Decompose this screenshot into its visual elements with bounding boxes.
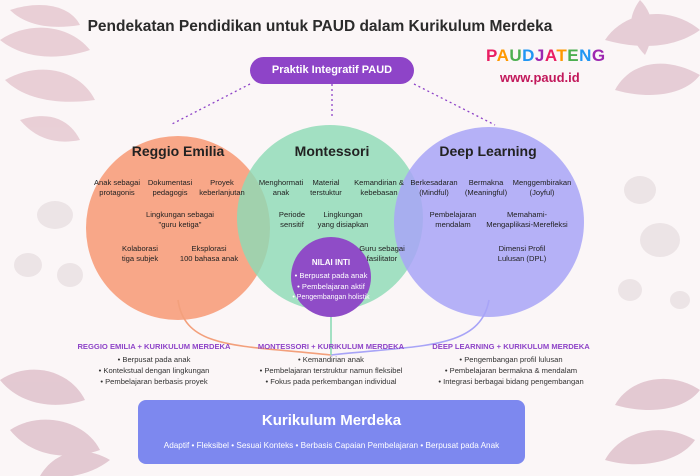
reggio-emilia-circle xyxy=(86,136,270,320)
section-montessori-item: • Kemandirian anak xyxy=(298,355,364,364)
deep-item-meaningful: Bermakna(Meaningful) xyxy=(464,178,508,197)
section-reggio-item: • Kontekstual dengan lingkungan xyxy=(98,366,210,375)
deep-item-joyful: Menggembirakan(Joyful) xyxy=(512,178,572,197)
section-reggio-item: • Pembelajaran berbasis proyek xyxy=(100,377,208,386)
connector-lines xyxy=(169,83,496,126)
praktik-integratif-pill: Praktik Integratif PAUD xyxy=(250,57,414,84)
kurikulum-merdeka-box: Kurikulum Merdeka Adaptif • Fleksibel • … xyxy=(138,400,525,464)
section-montessori-head: MONTESSORI + KURIKULUM MERDEKA xyxy=(257,342,405,351)
deep-learning-circle xyxy=(394,127,584,317)
montessori-circle xyxy=(237,125,423,311)
deep-item-memahami: Memahami-Mengaplikasi-Merefleksi xyxy=(486,210,568,229)
leaf-decoration-top-right xyxy=(605,0,700,95)
section-deep-item: • Integrasi berbagai bidang pengembangan xyxy=(438,377,584,386)
reggio-item-lingkungan: Lingkungan sebagai"guru ketiga" xyxy=(146,210,214,229)
page-title: Pendekatan Pendidikan untuk PAUD dalam K… xyxy=(87,18,553,35)
nilai-inti-circle xyxy=(291,237,371,317)
leaf-decoration-bottom-right xyxy=(605,378,700,465)
section-montessori-item: • Fokus pada perkembangan individual xyxy=(265,377,397,386)
reggio-curve xyxy=(177,299,332,356)
background-blobs xyxy=(14,176,690,309)
reggio-title: Reggio Emilia xyxy=(131,143,225,159)
nilai-inti-item: • Pengembangan holistik xyxy=(292,294,370,301)
leaf-decoration-bottom-left xyxy=(0,369,110,476)
section-montessori-item: • Pembelajaran terstruktur namun fleksib… xyxy=(259,366,403,375)
kurikulum-title: Kurikulum Merdeka xyxy=(261,412,402,429)
section-deep-head: DEEP LEARNING + KURIKULUM MERDEKA xyxy=(432,342,590,351)
kurikulum-subtitle: Adaptif • Fleksibel • Sesuai Konteks • B… xyxy=(163,441,500,450)
section-reggio-head: REGGIO EMILIA + KURIKULUM MERDEKA xyxy=(77,342,231,351)
brand-logo: PAUDJATENG xyxy=(486,46,606,65)
section-deep-item: • Pengembangan profil lulusan xyxy=(459,355,563,364)
nilai-inti-item: • Berpusat pada anak xyxy=(294,271,368,280)
brand-url: www.paud.id xyxy=(500,70,580,85)
leaf-decoration-top-left xyxy=(0,5,95,142)
montessori-title: Montessori xyxy=(294,143,370,159)
nilai-inti-item: • Pembelajaran aktif xyxy=(297,282,365,291)
nilai-inti-title: NILAI INTI xyxy=(311,258,351,267)
deep-learning-title: Deep Learning xyxy=(439,143,537,159)
section-reggio-item: • Berpusat pada anak xyxy=(117,355,191,364)
section-deep-item: • Pembelajaran bermakna & mendalam xyxy=(444,366,578,375)
deep-item-mindful: Berkesadaran(Mindful) xyxy=(410,178,458,197)
montessori-item-kemandirian: Kemandirian &kebebasan xyxy=(354,178,404,197)
deep-curve xyxy=(330,299,490,356)
